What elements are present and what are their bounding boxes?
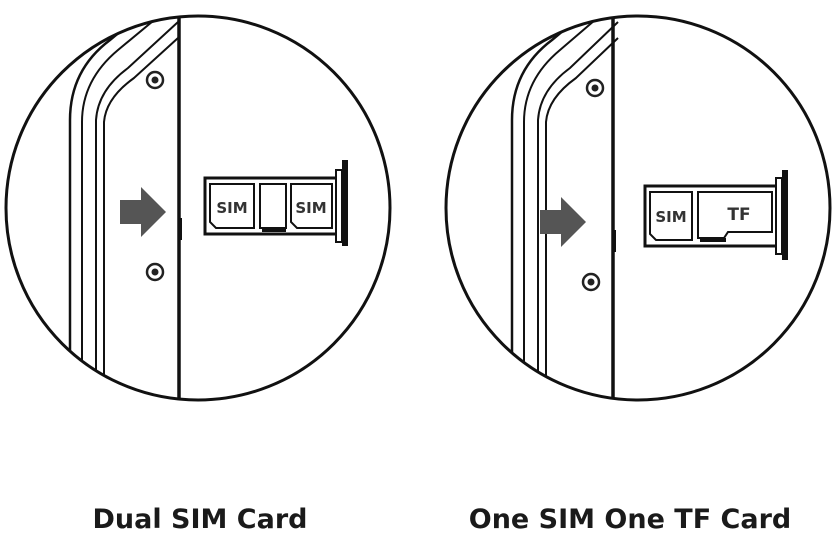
screw-icon [581, 272, 601, 292]
caption-dual-sim: Dual SIM Card [92, 504, 308, 535]
caption-sim-tf: One SIM One TF Card [468, 504, 792, 535]
screw-icon [145, 262, 165, 282]
phone-edge-left [68, 16, 182, 400]
slot-label-sim-1: SIM [216, 199, 247, 217]
slot-label-sim: SIM [655, 208, 686, 226]
phone-edge-right [510, 16, 619, 400]
insert-arrow-icon [120, 187, 166, 237]
screw-icon [145, 70, 165, 90]
sim-tray-sim-tf [643, 170, 788, 260]
sim-tray-dual [203, 160, 348, 246]
zoom-circle-left [4, 14, 392, 402]
slot-label-tf: TF [727, 205, 750, 225]
slot-label-sim-2: SIM [295, 199, 326, 217]
dual-sim-diagram: SIM SIM [4, 14, 392, 402]
zoom-circle-right [444, 14, 832, 402]
insert-arrow-icon [540, 197, 586, 247]
screw-icon [585, 78, 605, 98]
sim-tf-diagram: SIM TF [444, 14, 832, 402]
